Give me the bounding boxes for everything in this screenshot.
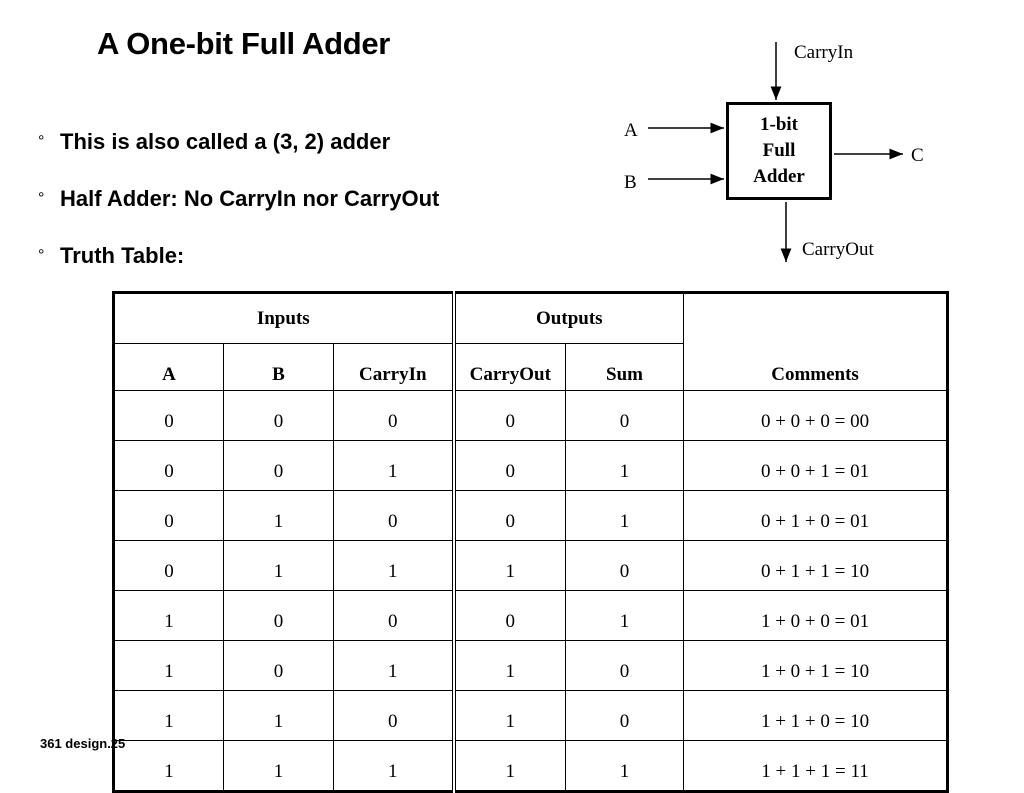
input-a-label: A: [624, 120, 638, 141]
table-row: 1 1 1 1 1 1 + 1 + 1 = 11: [113, 740, 949, 792]
bullet-list: ° This is also called a (3, 2) adder ° H…: [38, 126, 439, 297]
table-cell: 0 + 0 + 1 = 01: [683, 440, 949, 491]
table-row: 0 0 1 0 1 0 + 0 + 1 = 01: [113, 440, 949, 491]
table-cell: 1: [332, 640, 456, 691]
table-cell: 1: [113, 640, 224, 691]
bullet-item: ° This is also called a (3, 2) adder: [38, 126, 439, 183]
box-line: Full: [762, 140, 796, 161]
full-adder-box: 1-bit Full Adder: [726, 102, 832, 200]
column-header: A: [113, 343, 224, 391]
table-cell: 1: [113, 590, 224, 641]
bullet-text: This is also called a (3, 2) adder: [60, 129, 391, 154]
table-cell: 1: [223, 540, 334, 591]
bullet-text: Truth Table:: [60, 243, 185, 268]
table-cell: 0: [223, 590, 334, 641]
table-cell: 0: [453, 440, 567, 491]
outputs-header: Outputs: [453, 292, 685, 344]
table-cell: 0: [223, 640, 334, 691]
column-header: CarryOut: [453, 343, 567, 391]
table-cell: 1: [565, 490, 685, 541]
table-cell: 0 + 0 + 0 = 00: [683, 390, 949, 441]
table-cell: 1: [223, 490, 334, 541]
table-cell: 1: [113, 740, 224, 792]
table-cell: 0: [113, 490, 224, 541]
table-cell: 1: [453, 540, 567, 591]
column-header-row: A B CarryIn CarryOut Sum: [113, 343, 948, 391]
table-cell: 1: [453, 690, 567, 741]
table-row: 1 0 1 1 0 1 + 0 + 1 = 10: [113, 640, 949, 691]
table-cell: 0: [565, 690, 685, 741]
inputs-header: Inputs: [112, 292, 456, 344]
table-row: 1 0 0 0 1 1 + 0 + 0 = 01: [113, 590, 949, 641]
table-cell: 0: [332, 690, 456, 741]
group-header-row: Inputs Outputs Comments: [112, 292, 949, 391]
comments-header: Comments: [683, 292, 949, 391]
table-cell: 1: [223, 740, 334, 792]
full-adder-diagram: CarryIn A B 1-bit Full Adder C CarryOut: [600, 38, 924, 268]
table-cell: 0: [332, 490, 456, 541]
box-line: Adder: [753, 166, 805, 187]
table-cell: 1: [453, 740, 567, 792]
diagram-arrows: [648, 42, 903, 262]
table-cell: 0: [565, 540, 685, 591]
bullet-marker: °: [38, 133, 45, 150]
column-header: B: [223, 343, 334, 391]
table-cell: 1: [223, 690, 334, 741]
table-row: 0 1 0 0 1 0 + 1 + 0 = 01: [113, 490, 949, 541]
carry-in-label: CarryIn: [794, 42, 854, 63]
input-b-label: B: [624, 172, 637, 193]
table-cell: 1: [565, 740, 685, 792]
table-cell: 0: [113, 390, 224, 441]
table-cell: 1 + 0 + 0 = 01: [683, 590, 949, 641]
table-cell: 0: [565, 640, 685, 691]
table-cell: 0: [223, 390, 334, 441]
table-cell: 1: [113, 690, 224, 741]
table-cell: 1 + 1 + 0 = 10: [683, 690, 949, 741]
table-cell: 0: [453, 590, 567, 641]
bullet-item: ° Truth Table:: [38, 240, 439, 297]
slide-title: A One-bit Full Adder: [97, 26, 391, 61]
output-c-label: C: [911, 145, 924, 166]
table-cell: 0: [113, 540, 224, 591]
table-cell: 1 + 1 + 1 = 11: [683, 740, 949, 792]
table-cell: 0: [453, 390, 567, 441]
table-cell: 0: [453, 490, 567, 541]
table-cell: 1: [565, 440, 685, 491]
table-cell: 0: [332, 590, 456, 641]
table-cell: 0: [113, 440, 224, 491]
table-cell: 0: [565, 390, 685, 441]
bullet-marker: °: [38, 247, 45, 264]
bullet-marker: °: [38, 190, 45, 207]
column-header: CarryIn: [332, 343, 456, 391]
bullet-text: Half Adder: No CarryIn nor CarryOut: [60, 186, 440, 211]
table-cell: 0 + 1 + 0 = 01: [683, 490, 949, 541]
table-cell: 0: [223, 440, 334, 491]
table-row: 0 1 1 1 0 0 + 1 + 1 = 10: [113, 540, 949, 591]
table-cell: 1: [565, 590, 685, 641]
table-cell: 1: [453, 640, 567, 691]
table-cell: 0 + 1 + 1 = 10: [683, 540, 949, 591]
box-line: 1-bit: [760, 114, 798, 135]
slide-footer: 361 design.25: [40, 736, 126, 751]
carry-out-label: CarryOut: [802, 239, 874, 260]
table-row: 0 0 0 0 0 0 + 0 + 0 = 00: [113, 390, 949, 441]
table-cell: 1: [332, 440, 456, 491]
table-cell: 1: [332, 540, 456, 591]
column-header: Sum: [565, 343, 685, 391]
table-cell: 1: [332, 740, 456, 792]
truth-table: Inputs Outputs Comments A B CarryIn Carr…: [112, 291, 950, 793]
table-row: 1 1 0 1 0 1 + 1 + 0 = 10: [113, 690, 949, 741]
table-cell: 1 + 0 + 1 = 10: [683, 640, 949, 691]
table-cell: 0: [332, 390, 456, 441]
bullet-item: ° Half Adder: No CarryIn nor CarryOut: [38, 183, 439, 240]
